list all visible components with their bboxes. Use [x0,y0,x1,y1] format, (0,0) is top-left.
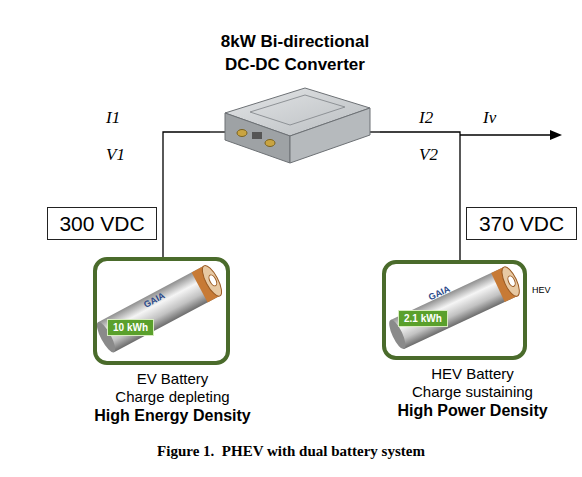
voltage-label: 370 VDC [479,212,564,236]
converter-image [210,78,380,173]
converter-lead [210,131,226,132]
battery-cell [386,265,523,351]
voltage-label: 300 VDC [59,212,144,236]
converter-lid [250,95,345,125]
figure-caption: Figure 1. PHEV with dual battery system [0,443,582,460]
converter-front [225,113,290,163]
converter-plug [252,132,262,139]
battery-body [391,267,518,349]
current-label: I1 [106,108,120,128]
wire-connector [163,132,210,257]
converter-side [290,108,370,163]
converter-port [237,130,247,137]
converter-port [265,140,275,147]
battery-name: Charge depleting [80,388,265,406]
battery-cell [97,263,225,355]
battery-node: GAIA10 kWhEV BatteryCharge depletingHigh… [80,257,265,425]
output-arrowhead [550,130,562,140]
capacity-tag: 10 kWh [107,319,154,336]
voltage-box: 370 VDC [466,207,577,240]
cell-tag: HEV [532,285,551,295]
battery-caption: EV BatteryCharge depletingHigh Energy De… [80,369,265,425]
battery-cap [199,263,226,299]
current-label: Iv [483,108,496,128]
battery-frame: GAIA10 kWh [93,257,230,365]
battery-name: EV Battery [80,369,265,388]
converter-lead [369,131,380,132]
voltage-box: 300 VDC [47,207,157,240]
battery-node: GAIA2.1 kWhHEV BatteryCharge sustainingH… [380,260,565,420]
current-label: I2 [419,108,433,128]
voltage-label: V2 [419,145,438,165]
battery-name: HEV Battery [380,364,565,383]
battery-body [98,266,220,352]
battery-density: High Energy Density [80,406,265,425]
voltage-label: V1 [106,145,125,165]
wire-connector [380,132,460,260]
battery-caption: HEV BatteryCharge sustainingHigh Power D… [380,364,565,420]
battery-frame: GAIA2.1 kWh [382,260,527,360]
converter-node: 8kW Bi-directional DC-DC Converter [210,30,380,173]
battery-name: Charge sustaining [380,383,565,401]
battery-terminal [506,275,516,288]
battery-image [97,261,226,361]
battery-density: High Power Density [380,401,565,420]
converter-title: 8kW Bi-directional DC-DC Converter [210,30,380,76]
battery-terminal [207,274,218,287]
capacity-tag: 2.1 kWh [398,310,448,327]
output-wire-line [460,134,552,135]
battery-cap [498,265,522,299]
